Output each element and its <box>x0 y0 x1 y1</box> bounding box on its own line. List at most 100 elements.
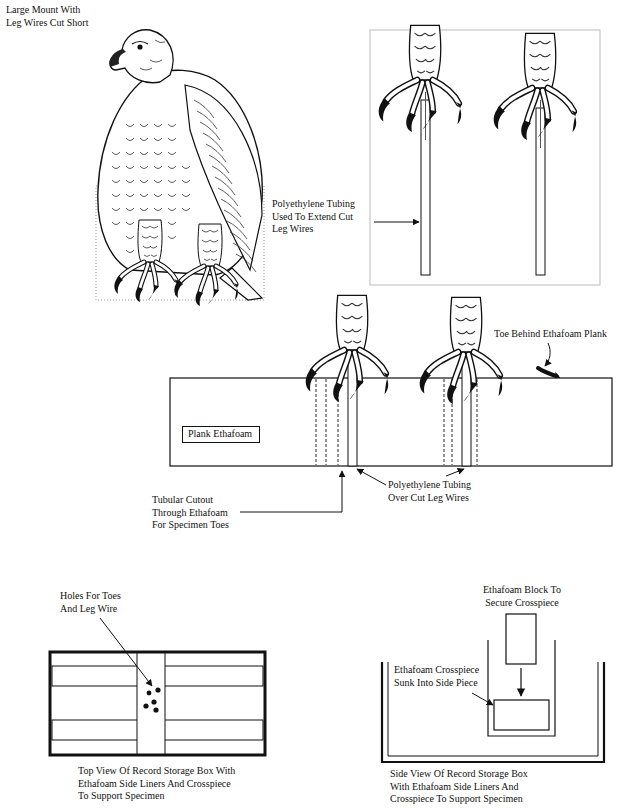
ethafoam-plank <box>316 379 317 465</box>
feather-hatching <box>126 180 134 183</box>
feet-with-tubing <box>425 92 426 140</box>
plank-label-box: Plank Ethafoam <box>182 426 260 443</box>
ethafoam-plank <box>538 368 556 376</box>
eagle-mount <box>110 49 126 67</box>
feather-hatching <box>112 208 120 211</box>
ethafoam-plank <box>170 378 612 466</box>
feet-with-tubing <box>374 222 419 223</box>
eagle-mount <box>110 30 173 83</box>
box-top-view <box>100 618 152 686</box>
feather-hatching <box>112 166 120 169</box>
callout-label: Tubular Cutout Through Ethafoam For Spec… <box>152 494 236 532</box>
callout-label: Polyethylene Tubing Used To Extend Cut L… <box>272 198 368 236</box>
ethafoam-plank <box>446 469 464 476</box>
feather-hatching <box>168 180 176 183</box>
feather-hatching <box>140 180 148 183</box>
feather-hatching <box>140 124 148 127</box>
feather-hatching <box>236 254 256 272</box>
box-top-view <box>143 687 160 712</box>
feather-hatching <box>126 152 134 155</box>
feather-hatching <box>140 166 148 169</box>
feather-hatching <box>182 180 190 183</box>
feet-with-tubing <box>540 100 541 148</box>
feather-hatching <box>154 152 162 155</box>
box-side-view <box>382 614 604 762</box>
feet-with-tubing <box>494 33 577 140</box>
box-side-view <box>472 693 493 705</box>
box-side-view <box>382 662 604 762</box>
box-side-view <box>494 700 549 730</box>
eagle-mount <box>137 44 142 49</box>
box-top-view <box>155 687 160 692</box>
feet-with-tubing <box>370 30 600 285</box>
ethafoam-plank <box>545 343 550 366</box>
feather-hatching <box>154 138 162 141</box>
feather-hatching <box>126 250 134 253</box>
feet-with-tubing <box>379 25 462 132</box>
feather-hatching <box>154 180 162 183</box>
ethafoam-plank <box>357 469 386 485</box>
ethafoam-plank <box>444 379 445 465</box>
callout-label: Ethafoam Crosspiece Sunk Into Side Piece <box>394 664 484 689</box>
feather-hatching <box>168 208 176 211</box>
eagle-mount <box>114 220 178 302</box>
feather-hatching <box>150 60 162 62</box>
feather-hatching <box>126 208 134 211</box>
feather-hatching <box>155 40 165 43</box>
box-top-view <box>137 653 165 754</box>
feather-hatching <box>140 68 152 70</box>
callout-label: Holes For Toes And Leg Wire <box>60 590 130 615</box>
figure-title: Large Mount With Leg Wires Cut Short <box>6 4 96 29</box>
box-top-view <box>153 707 158 712</box>
feather-hatching <box>154 208 162 211</box>
feather-hatching <box>182 194 190 197</box>
feather-hatching <box>112 194 120 197</box>
ethafoam-plank <box>477 379 478 465</box>
feather-hatching <box>154 194 162 197</box>
eagle-mount <box>185 85 262 270</box>
box-side-view <box>506 614 536 664</box>
feather-hatching <box>140 194 148 197</box>
feather-hatching <box>182 208 190 211</box>
box-side-view <box>520 668 521 696</box>
feather-hatching <box>112 152 120 155</box>
ethafoam-plank <box>306 295 389 402</box>
box-top-view <box>147 691 152 696</box>
feather-hatching <box>154 166 162 169</box>
feather-hatching <box>126 166 134 169</box>
feather-hatching <box>112 222 120 225</box>
figure-caption: Side View Of Record Storage Box With Eth… <box>390 768 548 806</box>
feather-hatching <box>126 236 134 239</box>
feather-hatching <box>168 222 176 225</box>
feather-hatching <box>126 194 134 197</box>
box-side-view <box>388 662 598 756</box>
eagle-mount <box>98 70 262 275</box>
callout-label: Toe Behind Ethafoam Plank <box>494 328 607 341</box>
feather-hatching <box>168 124 176 127</box>
feather-hatching <box>140 208 148 211</box>
feather-hatching <box>126 222 134 225</box>
feather-hatching <box>140 152 148 155</box>
ethafoam-plank <box>170 295 612 512</box>
box-top-view <box>151 699 156 704</box>
figure-caption: Top View Of Record Storage Box With Etha… <box>78 765 236 803</box>
ethafoam-plank <box>420 297 503 404</box>
box-top-view <box>143 703 148 708</box>
feather-hatching <box>182 166 190 169</box>
feather-hatching <box>168 138 176 141</box>
feather-hatching <box>168 236 176 239</box>
ethafoam-plank <box>240 471 342 512</box>
eagle-mount <box>96 30 264 306</box>
eagle-mount <box>174 224 238 306</box>
feather-hatching <box>168 194 176 197</box>
feather-hatching <box>112 40 256 272</box>
callout-label: Ethafoam Block To Secure Crosspiece <box>476 584 568 609</box>
feather-hatching <box>112 180 120 183</box>
feather-hatching <box>126 124 134 127</box>
eagle-mount <box>132 42 148 45</box>
feather-hatching <box>126 138 134 141</box>
box-top-view <box>50 618 265 755</box>
feather-hatching <box>168 166 176 169</box>
